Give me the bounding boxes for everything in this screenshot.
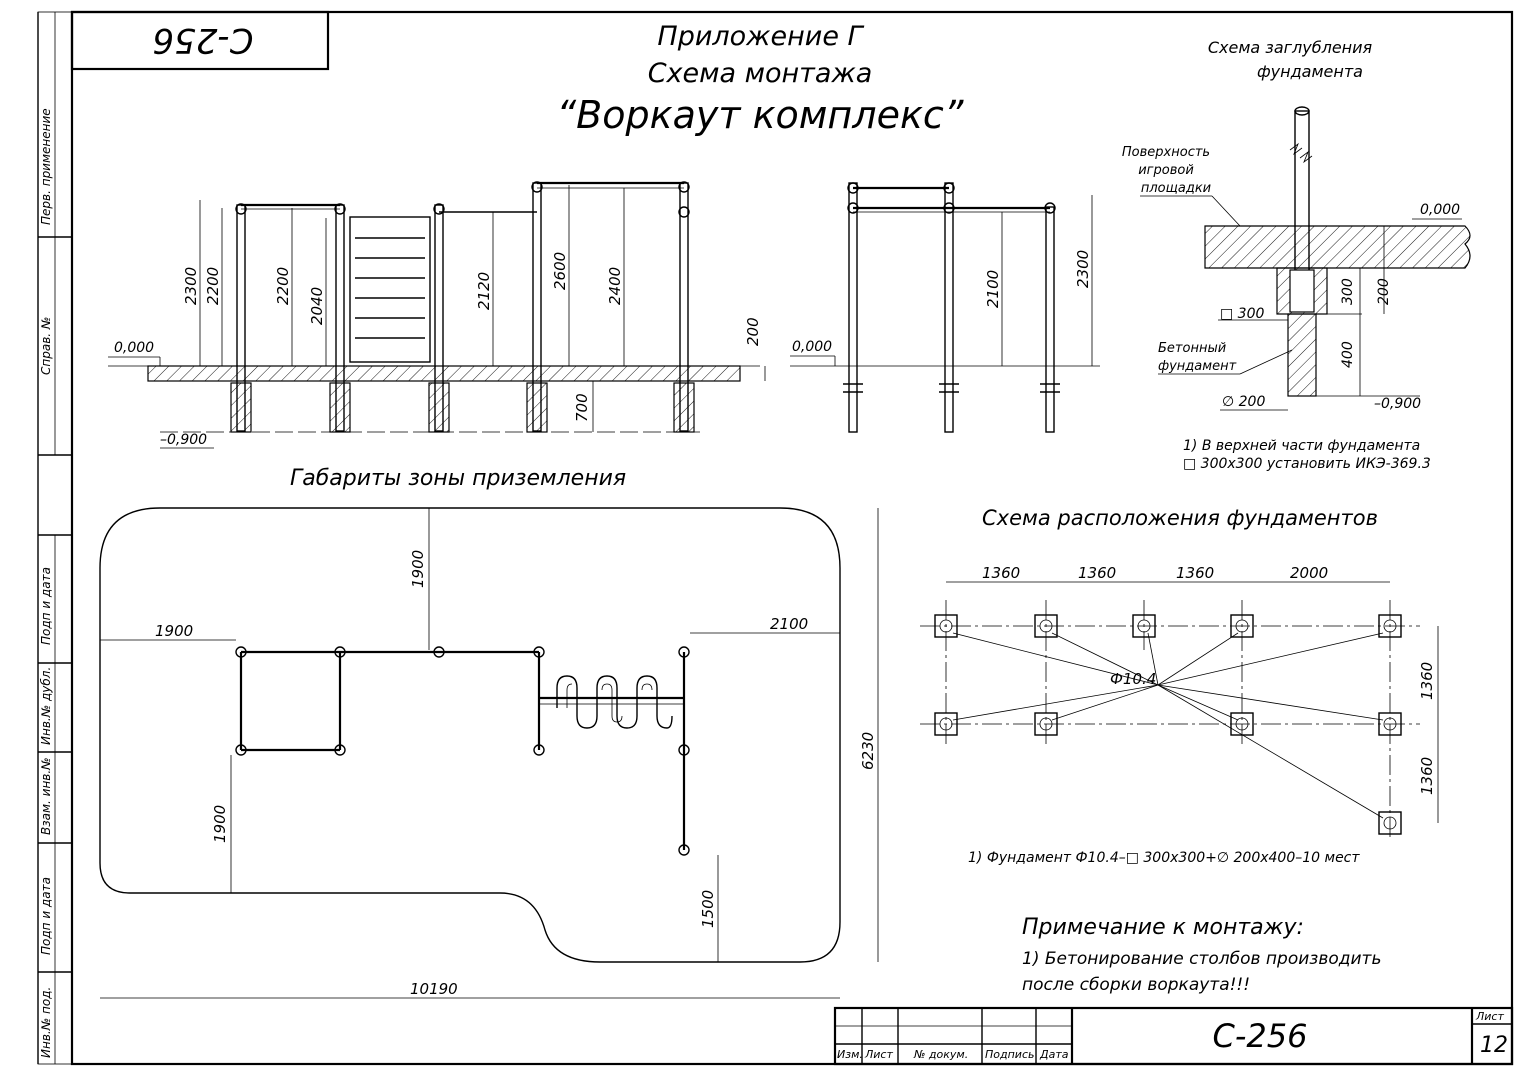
col-podpis: Подпись [985, 1048, 1034, 1061]
col-list: Лист [864, 1048, 893, 1061]
front-dim-200: 200 [744, 317, 762, 346]
foundation-dim-1360-b: 1360 [1078, 564, 1116, 582]
concrete-label-2: фундамент [1158, 359, 1237, 374]
stamp-perv-primenenie: Перв. применение [39, 108, 53, 225]
foundation-dim-1360-a: 1360 [982, 564, 1020, 582]
depth-title2: фундамента [1257, 62, 1363, 81]
assembly-note-line1: 1) Бетонирование столбов производить [1022, 949, 1381, 969]
code-rotated: С-256 [153, 20, 254, 60]
sheet-number: 12 [1480, 1033, 1508, 1058]
landing-dim-1900-bottom: 1900 [211, 805, 229, 843]
front-view: 0,000 –0,900 [108, 181, 766, 449]
depth-ground-slab [1204, 225, 1471, 269]
top-code-box: С-256 [70, 10, 330, 71]
landing-title: Габариты зоны приземления [290, 466, 626, 491]
front-ladder [349, 216, 431, 363]
stamp-podp-data-1: Подп и дата [39, 567, 53, 645]
stamp-inv-pod: Инв.№ под. [39, 987, 53, 1058]
header-line1: Приложение Г [657, 21, 864, 52]
foundation-dim-right-b: 1360 [1418, 757, 1436, 795]
front-dim-700: 700 [573, 393, 591, 422]
foundation-title: Схема расположения фундаментов [982, 506, 1378, 530]
landing-dimensions: 1900 1900 1900 2100 6230 1500 10190 [100, 508, 879, 999]
foundation-dim-2000: 2000 [1290, 564, 1328, 582]
depth-note2: □ 300х300 установить ИКЭ-369.3 [1183, 456, 1431, 472]
foundation-layout: Схема расположения фундаментов 1360 1360… [920, 506, 1439, 866]
drawing-frame [37, 10, 1514, 1066]
header-line2: Схема монтажа [648, 58, 873, 89]
assembly-note: Примечание к монтажу: 1) Бетонирование с… [1022, 915, 1381, 995]
side-view: 0,000 2100 2300 [790, 182, 1100, 433]
depth-square-300: □ 300 [1220, 306, 1264, 322]
depth-level-zero: 0,000 [1420, 202, 1460, 218]
landing-dim-1900-top: 1900 [409, 550, 427, 588]
side-level-zero: 0,000 [792, 339, 832, 355]
foundation-dim-1360-c: 1360 [1176, 564, 1214, 582]
surface-label-1: Поверхность [1122, 145, 1210, 160]
stamp-sprav: Справ. № [39, 317, 53, 375]
stamp-podp-data-2: Подп и дата [39, 877, 53, 955]
landing-zone: Габариты зоны приземления [99, 466, 879, 999]
front-dim-2200b: 2200 [274, 267, 292, 305]
foundation-leaders [952, 632, 1384, 819]
landing-equipment [235, 646, 690, 856]
landing-dim-1900-left: 1900 [155, 622, 193, 640]
front-dim-2300: 2300 [182, 267, 200, 305]
side-stamps: Перв. применение Справ. № Подп и дата Ин… [39, 108, 53, 1058]
col-data: Дата [1039, 1048, 1069, 1061]
surface-label-3: площадки [1141, 181, 1211, 196]
front-dim-2040: 2040 [308, 287, 326, 325]
foundation-dim-right-a: 1360 [1418, 662, 1436, 700]
assembly-note-line2: после сборки воркаута!!! [1022, 975, 1250, 995]
landing-zone-outline [99, 507, 841, 963]
header: Приложение Г Схема монтажа “Воркаут комп… [557, 21, 964, 137]
landing-dim-6230: 6230 [859, 732, 877, 770]
front-bars [235, 181, 690, 218]
title-code: С-256 [1213, 1017, 1308, 1055]
front-dim-2120: 2120 [475, 272, 493, 310]
stamp-inv-dubl: Инв.№ дубл. [39, 667, 53, 745]
front-dimensions: 2300 2200 2200 2040 2120 2600 2400 200 7… [182, 185, 766, 432]
depth-dim-200: 200 [1376, 278, 1392, 305]
side-dim-2300: 2300 [1074, 250, 1092, 288]
front-level-bottom: –0,900 [160, 432, 207, 448]
front-posts [230, 182, 695, 433]
landing-dim-1500: 1500 [699, 890, 717, 928]
front-dim-2400: 2400 [606, 267, 624, 305]
side-dim-2100: 2100 [984, 270, 1002, 308]
depth-title1: Схема заглубления [1208, 38, 1373, 57]
foundation-squares [934, 614, 1402, 835]
depth-note1: 1) В верхней части фундамента [1183, 438, 1420, 454]
depth-scheme: Схема заглубления фундамента Поверхность… [1122, 38, 1471, 472]
landing-dim-2100: 2100 [770, 615, 808, 633]
depth-level-bottom: –0,900 [1374, 396, 1421, 412]
title-block: Изм. Лист № докум. Подпись Дата С-256 Ли… [833, 1006, 1514, 1066]
front-dim-2200a: 2200 [204, 267, 222, 305]
concrete-label-1: Бетонный [1158, 341, 1226, 356]
surface-label-2: игровой [1138, 163, 1194, 178]
col-nomer-dokum: № докум. [913, 1048, 968, 1061]
depth-diameter-200: ∅ 200 [1222, 394, 1265, 410]
landing-dim-10190: 10190 [410, 980, 458, 998]
header-line3: “Воркаут комплекс” [557, 93, 964, 137]
stamp-vzam-inv: Взам. инв.№ [39, 757, 53, 835]
sheet-label: Лист [1475, 1010, 1504, 1023]
depth-dim-300: 300 [1340, 278, 1356, 305]
assembly-note-title: Примечание к монтажу: [1022, 915, 1304, 940]
foundation-label: Ф10.4 [1110, 670, 1156, 688]
foundation-note: 1) Фундамент Ф10.4–□ 300х300+∅ 200х400–1… [968, 850, 1360, 866]
col-izm: Изм. [837, 1048, 863, 1061]
front-level-zero: 0,000 [114, 340, 154, 356]
depth-dim-400: 400 [1340, 341, 1356, 368]
front-dim-2600: 2600 [551, 252, 569, 290]
